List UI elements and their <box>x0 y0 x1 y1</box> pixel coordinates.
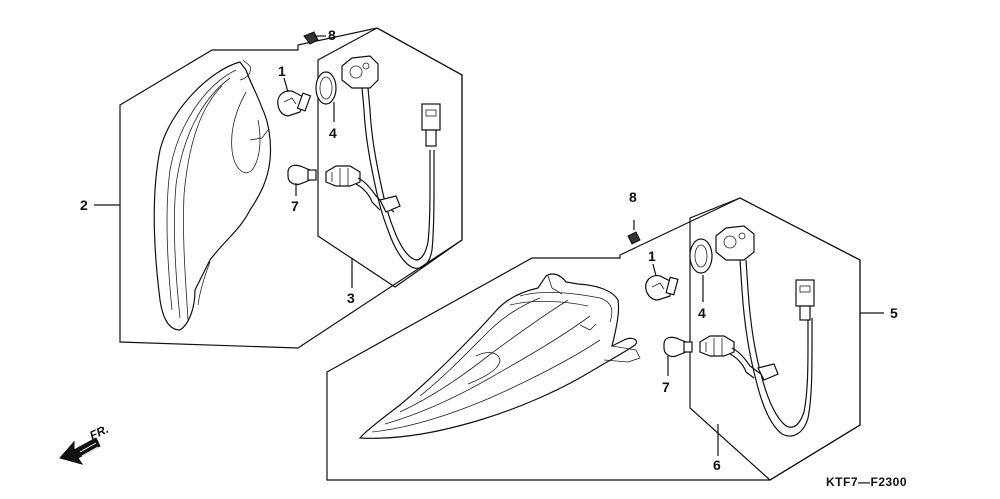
callout-7-left: 7 <box>291 198 299 214</box>
right-gasket <box>689 238 713 274</box>
callout-6: 6 <box>713 457 721 473</box>
right-turn-lamp-lens <box>358 273 641 439</box>
right-bulb <box>645 275 679 301</box>
right-socket-harness <box>699 225 815 437</box>
callout-8-right: 8 <box>629 189 637 205</box>
right-small-bulb <box>663 336 693 358</box>
callout-2: 2 <box>80 197 88 213</box>
left-turn-lamp-lens <box>153 59 272 331</box>
left-socket-harness <box>325 55 441 269</box>
right-socket-box <box>689 197 861 481</box>
front-direction-label: FR. <box>87 422 110 443</box>
callout-1-right: 1 <box>648 248 656 264</box>
callout-7-right: 7 <box>662 379 670 395</box>
left-gasket <box>315 71 337 105</box>
callout-5: 5 <box>890 305 898 321</box>
left-small-bulb <box>287 164 317 186</box>
callout-4-right: 4 <box>698 305 706 321</box>
callout-3: 3 <box>347 290 355 306</box>
left-screw <box>303 31 321 45</box>
callout-4-left: 4 <box>329 125 337 141</box>
front-direction-arrow-icon <box>59 437 101 465</box>
callout-8-left: 8 <box>328 27 336 43</box>
left-socket-box <box>317 27 463 288</box>
callout-1-left: 1 <box>278 63 286 79</box>
diagram-code: KTF7—F2300 <box>826 475 907 489</box>
right-screw <box>627 220 641 245</box>
left-bulb <box>277 90 312 117</box>
